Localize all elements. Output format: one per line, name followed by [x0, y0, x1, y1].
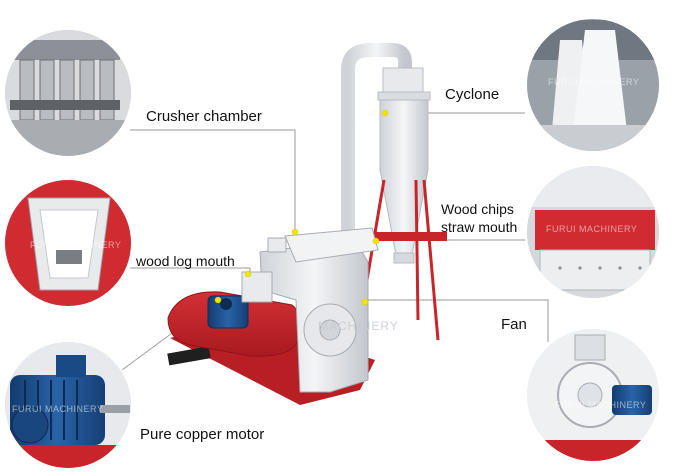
marker-wood-log-mouth	[244, 270, 252, 278]
label-wood-chips-straw-mouth: Wood chips straw mouth	[441, 201, 518, 235]
marker-wood-chips-straw	[372, 237, 380, 245]
label-pure-copper-motor: Pure copper motor	[140, 426, 265, 443]
photo-crusher-chamber	[3, 28, 133, 158]
watermark-circle-fan: FURUI MACHINERY	[555, 400, 646, 410]
machine-watermark: MACHINERY	[318, 319, 399, 333]
photo-fan: FURUI MACHINERY	[525, 327, 661, 463]
hammer-mill-machine: MACHINERY	[167, 43, 447, 405]
marker-cyclone	[381, 109, 389, 117]
leader-wood-log-mouth	[130, 267, 251, 272]
leader-crusher-chamber	[130, 129, 296, 230]
photo-wood-log-mouth: FURUI MACHINERY	[3, 178, 133, 308]
cyclone-duct	[341, 43, 412, 250]
part-markers	[214, 109, 389, 306]
label-cyclone: Cyclone	[445, 86, 500, 103]
label-crusher-chamber: Crusher chamber	[146, 108, 262, 125]
cyclone-top-box	[382, 67, 424, 93]
photo-cyclone: FURUI MACHINERY	[525, 17, 661, 153]
crusher-chamber-top	[284, 227, 379, 263]
photo-copper-motor: FURUI MACHINERY	[3, 340, 133, 470]
main-motor	[207, 295, 249, 329]
label-fan: Fan	[501, 316, 527, 333]
red-beam	[362, 232, 447, 241]
marker-crusher-chamber	[291, 228, 299, 236]
watermark-circle-cyclone: FURUI MACHINERY	[548, 77, 639, 87]
cyclone-body	[379, 99, 429, 256]
watermark-circle-log: FURUI MACHINERY	[30, 240, 121, 250]
marker-copper-motor	[214, 296, 222, 304]
label-wood-log-mouth: wood log mouth	[136, 253, 235, 269]
marker-fan	[361, 298, 369, 306]
watermark-circle-motor: FURUI MACHINERY	[12, 404, 103, 414]
watermark-circle-chips: FURUI MACHINERY	[546, 224, 637, 234]
leader-fan	[365, 299, 549, 342]
photo-wood-chips-straw-mouth: FURUI MACHINERY	[525, 164, 661, 300]
